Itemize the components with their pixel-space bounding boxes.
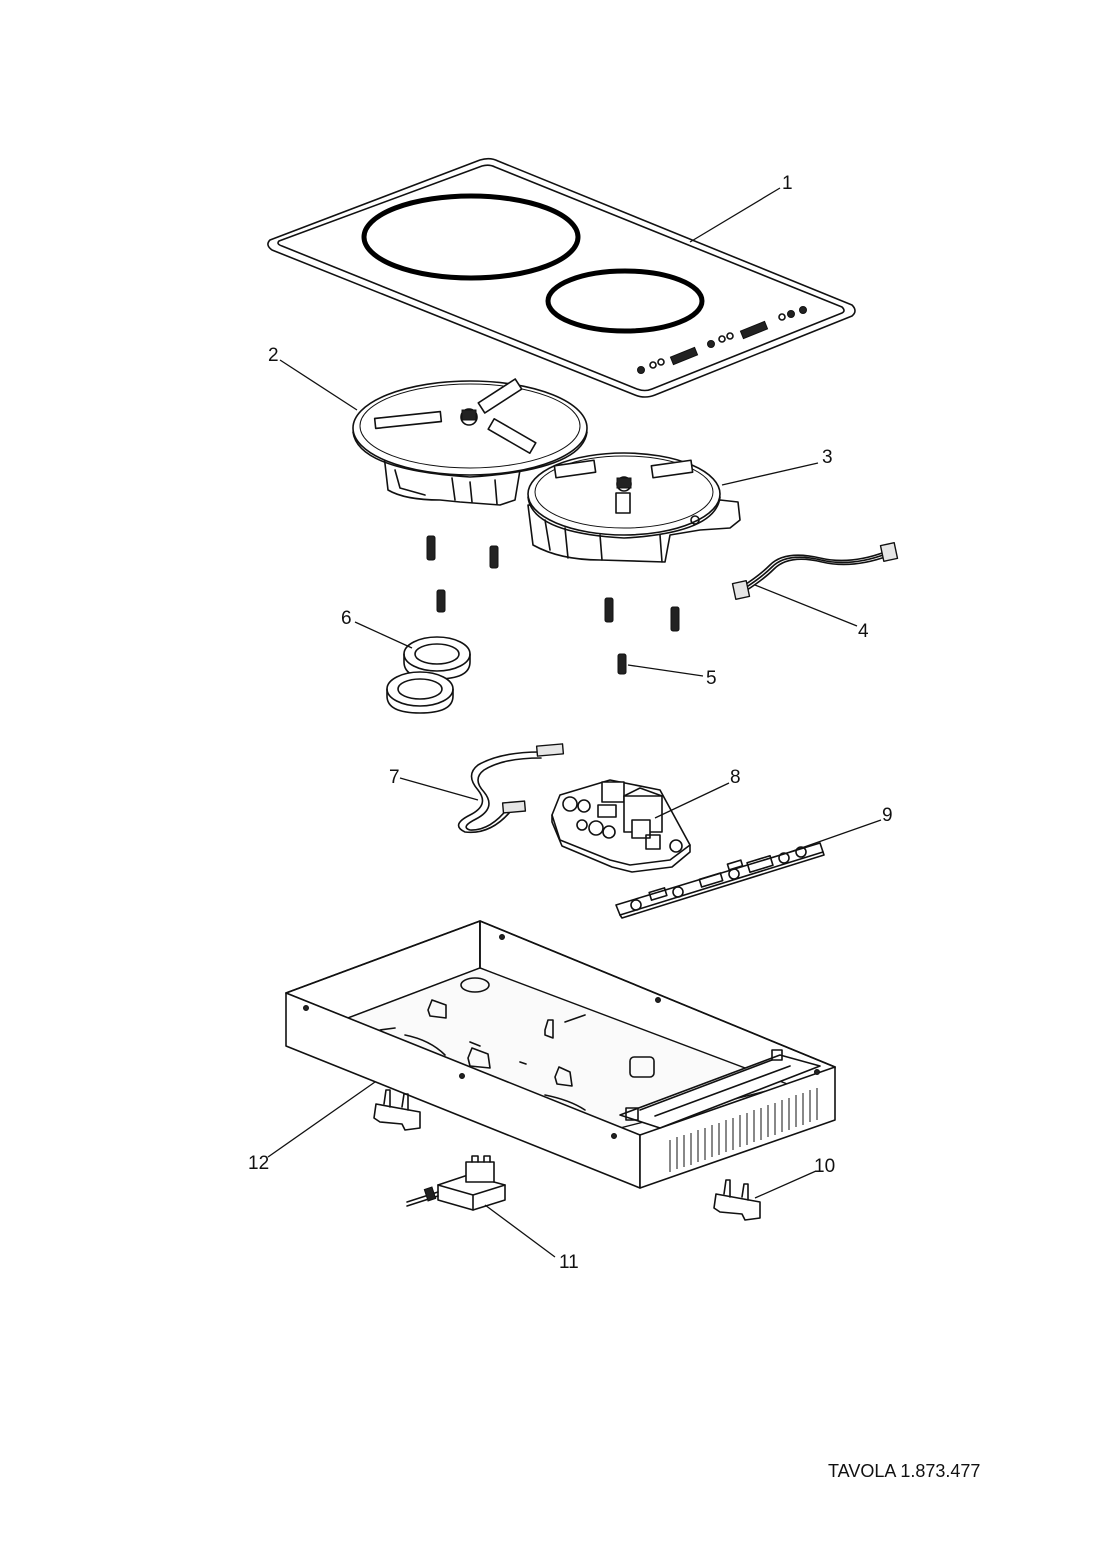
- part-8-power-board: [551, 779, 691, 873]
- part-11-terminal-block: [406, 1155, 506, 1211]
- callout-2: 2: [268, 345, 279, 366]
- part-2-large-induction-coil: [352, 378, 588, 506]
- callout-12: 12: [248, 1153, 269, 1174]
- part-12-housing-tray: [285, 920, 836, 1189]
- part-3-small-induction-coil: [527, 452, 741, 563]
- part-4-wiring-harness: [731, 542, 899, 600]
- part-1-glass-cooktop: [267, 157, 856, 398]
- drawing-sheet-code: TAVOLA 1.873.477: [828, 1461, 981, 1481]
- callout-9: 9: [882, 805, 893, 826]
- callout-3: 3: [822, 447, 833, 468]
- part-9-control-board: [615, 842, 825, 919]
- callout-1: 1: [782, 173, 793, 194]
- callout-7: 7: [389, 767, 400, 788]
- leader-lines: [267, 187, 882, 1258]
- part-7-ribbon-cable: [457, 743, 565, 834]
- callout-6: 6: [341, 608, 352, 629]
- control-panel-markings: [637, 306, 807, 374]
- part-6-rings: [386, 636, 471, 714]
- callout-10: 10: [814, 1156, 835, 1177]
- callout-5: 5: [706, 668, 717, 689]
- callout-4: 4: [858, 621, 869, 642]
- callout-8: 8: [730, 767, 741, 788]
- callout-11: 11: [559, 1252, 579, 1273]
- part-5-springs: [426, 535, 680, 675]
- callout-labels: 1 2 3 4 5 6 7 8 9 10 11 12: [248, 173, 893, 1273]
- part-10-foot-bracket: [373, 1089, 761, 1221]
- vent-slots: [669, 1088, 818, 1172]
